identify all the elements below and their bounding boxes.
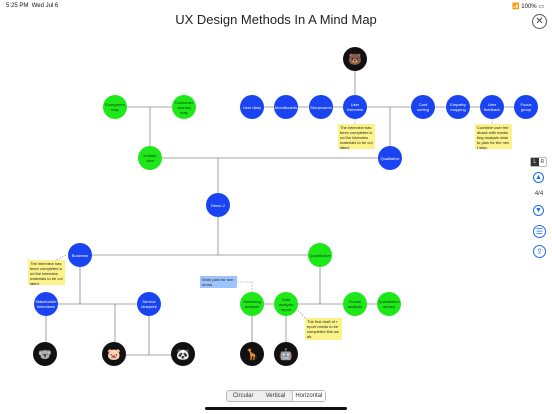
node-stakeholder-interviews[interactable]: Stakeholder interviews: [34, 292, 58, 316]
next-page-button[interactable]: ▼: [533, 205, 544, 216]
node-funnel-analysis[interactable]: Funnel analysis: [343, 292, 367, 316]
outline-list-button[interactable]: ☰: [533, 225, 546, 238]
layout-horizontal[interactable]: Horizontal: [291, 391, 325, 401]
node-user-diary[interactable]: User diary: [240, 95, 264, 119]
bear-avatar[interactable]: 🐻: [343, 47, 367, 71]
home-indicator: [205, 407, 347, 410]
node-focus-group[interactable]: Focus group: [514, 95, 538, 119]
node-empathy-mapping[interactable]: Empathy mapping: [446, 95, 470, 119]
node-qualitative[interactable]: Qualitative: [378, 146, 402, 170]
koala-avatar[interactable]: 🐨: [33, 342, 57, 366]
page-title: UX Design Methods In A Mind Map: [175, 12, 377, 27]
node-quantitative-survey[interactable]: Quantitative survey: [377, 292, 401, 316]
node-user-interview[interactable]: User Interview: [343, 95, 367, 119]
node-card-sorting[interactable]: Card sorting: [411, 95, 435, 119]
status-bar: 5:25 PM Wed Jul 6 📶 100% ▭: [0, 0, 552, 12]
note-first-draft[interactable]: The first draft of r eport needs to be c…: [305, 318, 342, 340]
close-button[interactable]: ✕: [532, 14, 547, 29]
node-quantitative[interactable]: Quantitative: [308, 243, 332, 267]
chevron-up-icon: ▲: [535, 174, 542, 181]
note-interview-qualitative[interactable]: The interview has been completed a nd th…: [338, 124, 375, 150]
chevron-down-icon: ▼: [535, 207, 542, 214]
lr-toggle[interactable]: L R: [530, 157, 547, 167]
status-right: 📶 100% ▭: [512, 4, 544, 10]
layout-circular[interactable]: Circular: [232, 393, 254, 399]
left-toggle[interactable]: L: [531, 158, 539, 166]
robot-avatar[interactable]: 🤖: [274, 342, 298, 366]
close-icon: ✕: [535, 16, 544, 27]
node-holistic-view[interactable]: Holistic view: [138, 146, 162, 170]
note-work-plan[interactable]: Work plan for tom orrow.: [200, 276, 237, 288]
node-marketing-analysis[interactable]: Marketing analysis: [240, 292, 264, 316]
node-data-analysis-report[interactable]: Data analysis report: [274, 292, 298, 316]
status-time: 5:25 PM Wed Jul 6: [6, 3, 59, 9]
layout-segmented-control[interactable]: Circular Vertical Horizontal: [226, 390, 326, 402]
node-consumer-journey-map[interactable]: Consumer Journey map: [172, 95, 196, 119]
layout-vertical[interactable]: Vertical: [265, 393, 286, 399]
share-button[interactable]: ⇪: [533, 245, 546, 258]
node-moodboards[interactable]: Moodboards: [274, 95, 298, 119]
node-service-blueprint[interactable]: Service blueprint: [137, 292, 161, 316]
list-icon: ☰: [535, 227, 544, 236]
panda-avatar[interactable]: 🐼: [171, 342, 195, 366]
node-demo[interactable]: Demo 2: [206, 193, 230, 217]
note-combine-feedback[interactable]: Combine user fee dback with marke ting a…: [475, 124, 512, 150]
note-interview-business[interactable]: The interview has been completed a nd th…: [28, 260, 65, 286]
page-indicator: 4/4: [534, 191, 544, 197]
share-icon: ⇪: [536, 247, 543, 256]
right-toggle[interactable]: R: [540, 159, 545, 165]
node-storyboards[interactable]: Storyboards: [309, 95, 333, 119]
node-user-feedback[interactable]: User feedback: [480, 95, 504, 119]
prev-page-button[interactable]: ▲: [533, 172, 544, 183]
node-ecosystem-map[interactable]: Ecosystem map: [103, 95, 127, 119]
node-business[interactable]: Business: [68, 243, 92, 267]
giraffe-avatar[interactable]: 🦒: [240, 342, 264, 366]
pig-avatar[interactable]: 🐷: [102, 342, 126, 366]
